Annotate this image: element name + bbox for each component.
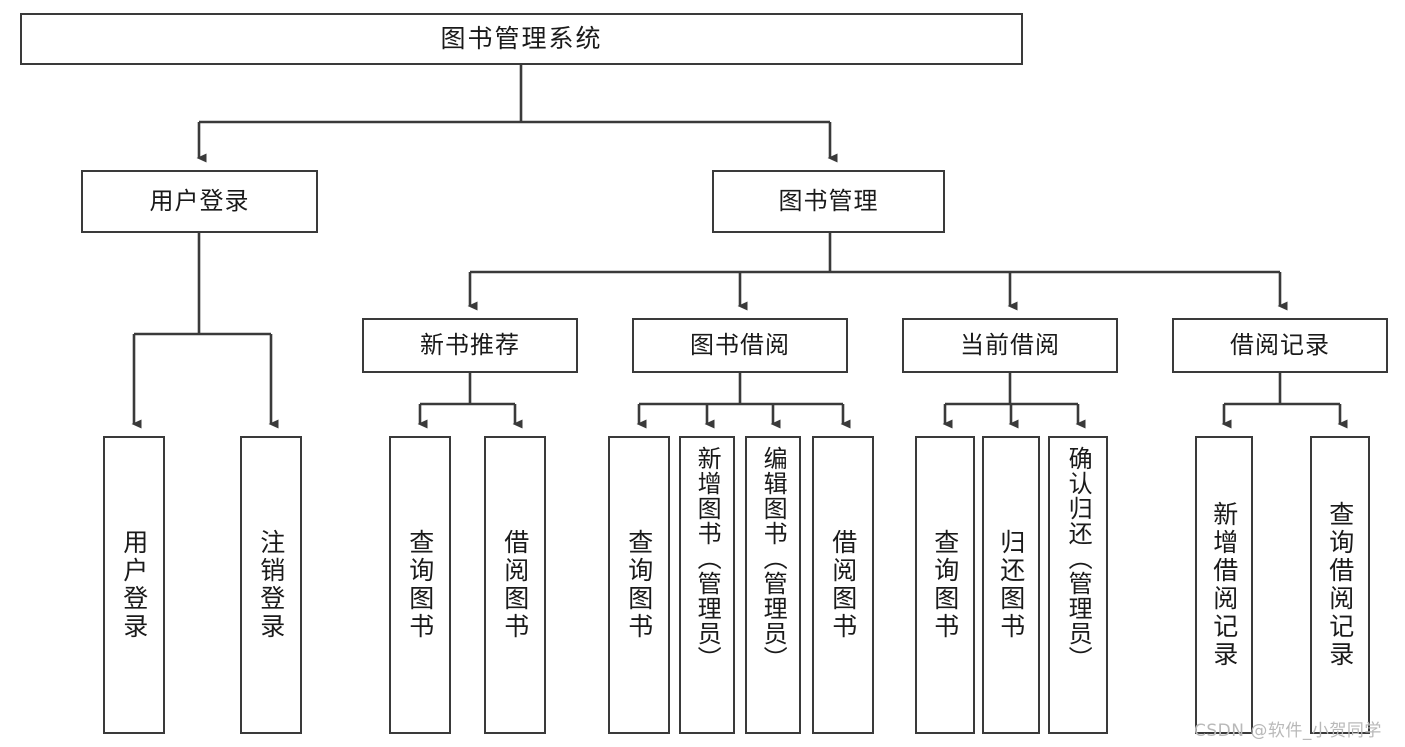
leaf-logout[interactable]: 注销登录 (240, 436, 302, 734)
leaf-confirm-return-admin[interactable]: 确认归还（管理员） (1048, 436, 1108, 734)
leaf-return-book[interactable]: 归还图书 (982, 436, 1040, 734)
leaf-query-book-recommend[interactable]: 查询图书 (389, 436, 451, 734)
leaf-add-borrow-record[interactable]: 新增借阅记录 (1195, 436, 1253, 734)
leaf-query-book-borrow[interactable]: 查询图书 (608, 436, 670, 734)
csdn-watermark: CSDN @软件_小贺同学 (1194, 721, 1382, 741)
leaf-borrow-book-recommend[interactable]: 借阅图书 (484, 436, 546, 734)
node-new-book-recommend[interactable]: 新书推荐 (362, 318, 578, 373)
leaf-query-book-current[interactable]: 查询图书 (915, 436, 975, 734)
leaf-edit-book-admin[interactable]: 编辑图书（管理员） (745, 436, 801, 734)
node-current-borrow[interactable]: 当前借阅 (902, 318, 1118, 373)
leaf-user-login[interactable]: 用户登录 (103, 436, 165, 734)
node-book-borrow[interactable]: 图书借阅 (632, 318, 848, 373)
leaf-add-book-admin[interactable]: 新增图书（管理员） (679, 436, 735, 734)
node-root-system[interactable]: 图书管理系统 (20, 13, 1023, 65)
node-user-login[interactable]: 用户登录 (81, 170, 318, 233)
leaf-borrow-book[interactable]: 借阅图书 (812, 436, 874, 734)
node-book-management[interactable]: 图书管理 (712, 170, 945, 233)
node-borrow-record[interactable]: 借阅记录 (1172, 318, 1388, 373)
leaf-query-borrow-record[interactable]: 查询借阅记录 (1310, 436, 1370, 734)
